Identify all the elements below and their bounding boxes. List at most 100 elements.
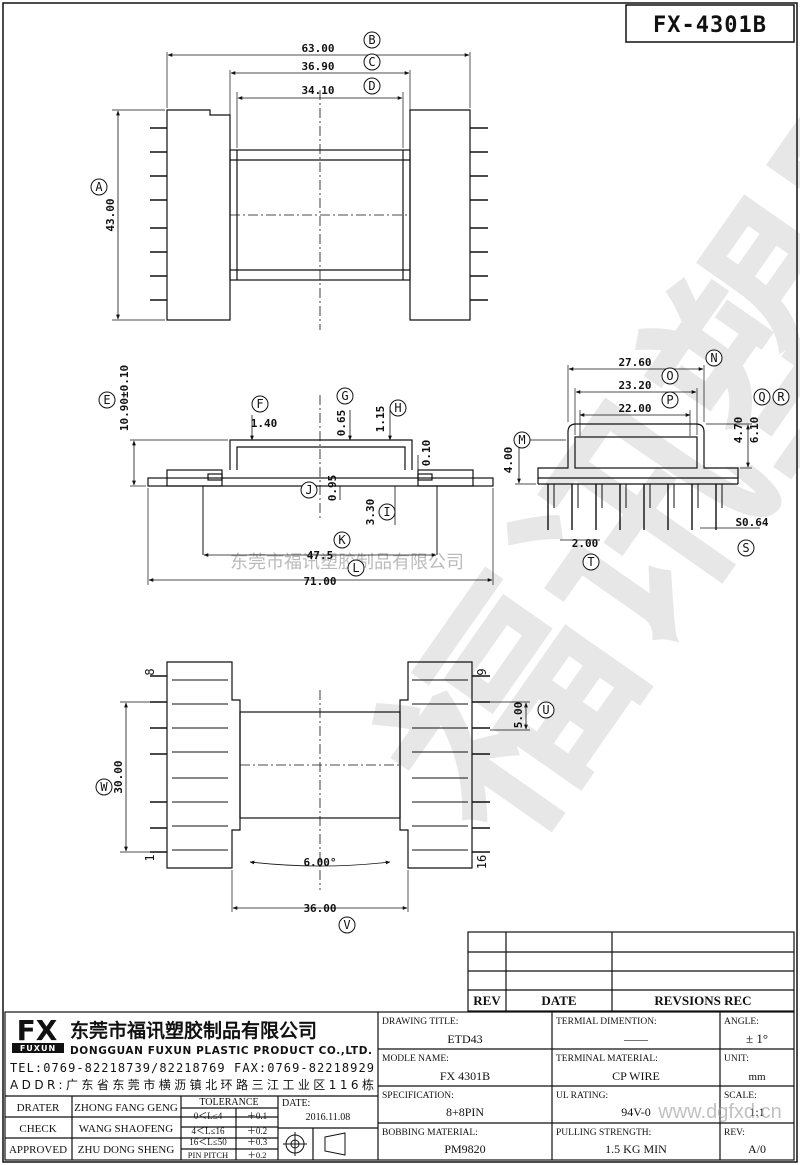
- company-logo-sub: FUXUN: [20, 1044, 56, 1053]
- svg-text:V: V: [343, 918, 350, 932]
- rev-label: REV:: [724, 1128, 745, 1138]
- dim-s0-64: S0.64: [735, 516, 768, 529]
- dim-36-90: 36.90: [301, 60, 334, 73]
- dim-4-00: 4.00: [502, 447, 515, 474]
- top-view: [112, 52, 488, 330]
- svg-text:S: S: [742, 541, 749, 555]
- unit-value: mm: [748, 1071, 766, 1083]
- date-value: 2016.11.08: [306, 1112, 351, 1123]
- tag-A: A: [90, 178, 108, 196]
- tag-K: K: [333, 531, 351, 549]
- tag-M: M: [513, 431, 531, 449]
- front-view: [130, 395, 494, 585]
- dim-71: 71.00: [303, 575, 336, 588]
- company-name-cn: 东莞市福讯塑胶制品有限公司: [70, 1019, 317, 1042]
- tol-range-4: PIN PITCH: [188, 1150, 228, 1160]
- tag-O: O: [661, 367, 679, 385]
- terminal-material-value: CP WIRE: [612, 1069, 660, 1083]
- revisions-header: REVSIONS REC: [654, 993, 751, 1008]
- tag-E: E: [98, 391, 116, 409]
- dim-0-65: 0.65: [335, 410, 348, 437]
- svg-text:I: I: [383, 505, 390, 519]
- dim-5-00: 5.00: [512, 702, 525, 729]
- dim-23-20: 23.20: [618, 379, 651, 392]
- tol-value-1: ＋0.1: [247, 1111, 267, 1121]
- dim-27-60: 27.60: [618, 356, 651, 369]
- svg-text:B: B: [368, 33, 375, 47]
- dim-22-00: 22.00: [618, 402, 651, 415]
- dim-47-5: 47.5: [307, 549, 334, 562]
- pulling-strength-value: 1.5 KG MIN: [605, 1142, 667, 1156]
- dim-6-00-deg: 6.00°: [303, 856, 336, 869]
- revision-table: [467, 931, 795, 1012]
- site-watermark: www.dgfxd.cn: [657, 1101, 781, 1123]
- svg-text:R: R: [777, 390, 785, 404]
- model-name-value: FX 4301B: [440, 1069, 490, 1083]
- scale-label: SCALE:: [724, 1091, 757, 1101]
- pin-label-1: 1: [143, 854, 157, 861]
- tag-T: T: [582, 553, 600, 571]
- svg-text:L: L: [352, 561, 359, 575]
- svg-text:M: M: [518, 433, 525, 447]
- svg-text:O: O: [666, 369, 673, 383]
- svg-text:P: P: [666, 393, 673, 407]
- tag-W: W: [95, 778, 113, 796]
- bobbin-material-label: BOBBING MATERIAL:: [382, 1128, 478, 1138]
- svg-text:J: J: [305, 483, 312, 497]
- tag-I: I: [378, 503, 396, 521]
- tag-Q: Q: [753, 388, 771, 406]
- drater-label: DRATER: [17, 1102, 60, 1114]
- svg-text:N: N: [710, 351, 717, 365]
- svg-text:W: W: [100, 780, 108, 794]
- svg-text:F: F: [256, 397, 263, 411]
- tag-D: D: [363, 77, 381, 95]
- tag-U: U: [537, 701, 555, 719]
- svg-text:G: G: [341, 389, 348, 403]
- tag-J: J: [300, 481, 318, 499]
- rev-value: A/0: [748, 1142, 766, 1156]
- drawing-title-label: DRAWING TITLE:: [382, 1017, 458, 1027]
- approved-label: APPROVED: [9, 1144, 67, 1156]
- date-header: DATE: [541, 993, 576, 1008]
- dim-0-10: 0.10: [420, 440, 433, 467]
- tag-H: H: [389, 399, 407, 417]
- dim-4-70: 4.70: [732, 417, 745, 444]
- tag-G: G: [336, 387, 354, 405]
- dim-2-00: 2.00: [572, 537, 599, 550]
- specification-value: 8+8PIN: [446, 1105, 484, 1119]
- dim-34-10: 34.10: [301, 84, 334, 97]
- dim-6-10: 6.10: [748, 417, 761, 444]
- svg-text:D: D: [368, 79, 375, 93]
- side-view: [515, 365, 760, 541]
- company-logo: FX: [17, 1014, 58, 1047]
- ul-rating-label: UL RATING:: [556, 1091, 608, 1101]
- tag-R: R: [772, 388, 790, 406]
- drawing-title-value: ETD43: [447, 1032, 482, 1046]
- tag-P: P: [661, 391, 679, 409]
- angle-label: ANGLE:: [724, 1017, 759, 1027]
- dim-1-40: 1.40: [251, 417, 278, 430]
- scale-value: 1:1: [749, 1105, 764, 1119]
- company-tel: TEL:0769-82218739/82218769 FAX:0769-8221…: [10, 1061, 374, 1075]
- title-block: [4, 1011, 795, 1161]
- tol-range-1: 0＜L≤4: [194, 1111, 223, 1121]
- svg-text:E: E: [103, 393, 110, 407]
- pin-label-8: 8: [143, 668, 157, 675]
- watermark-company: 东莞市福讯塑胶制品有限公司: [230, 552, 464, 573]
- dim-30-00: 30.00: [112, 760, 125, 793]
- tag-V: V: [338, 916, 356, 934]
- tol-value-2: ＋0.2: [247, 1126, 267, 1136]
- svg-text:T: T: [587, 555, 594, 569]
- logo-sub-bar: [12, 1043, 64, 1053]
- date-label: DATE:: [282, 1098, 310, 1109]
- drawing-number-box: [625, 4, 795, 43]
- tol-value-4: ＋0.2: [247, 1150, 266, 1160]
- drawing-number: FX-4301B: [653, 13, 767, 38]
- terminal-material-label: TERMINAL MATERIAL:: [556, 1054, 658, 1064]
- company-addr: ADDR:广东省东莞市横沥镇北环路三江工业区116栋: [10, 1077, 374, 1092]
- tag-N: N: [705, 349, 723, 367]
- tag-C: C: [363, 53, 381, 71]
- tag-L: L: [347, 559, 365, 577]
